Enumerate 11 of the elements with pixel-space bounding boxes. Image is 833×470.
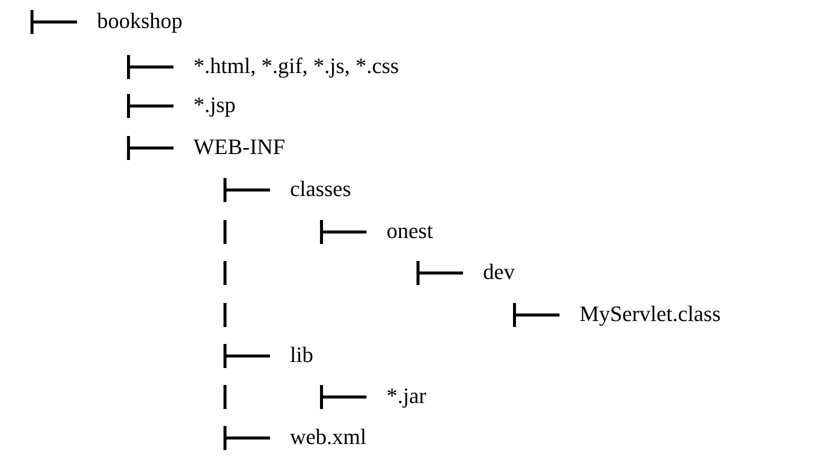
file-name: *.jar [386, 383, 426, 409]
file-name: WEB-INF [194, 134, 286, 160]
file-name: MyServlet.class [580, 301, 721, 327]
file-name: lib [290, 342, 314, 368]
file-name: *.jsp [194, 92, 236, 118]
file-name: dev [483, 259, 515, 285]
file-name: bookshop [97, 8, 183, 34]
file-name: classes [290, 176, 352, 202]
file-name: web.xml [290, 424, 366, 450]
file-name: onest [386, 218, 433, 244]
file-name: *.html, *.gif, *.js, *.css [194, 53, 399, 79]
